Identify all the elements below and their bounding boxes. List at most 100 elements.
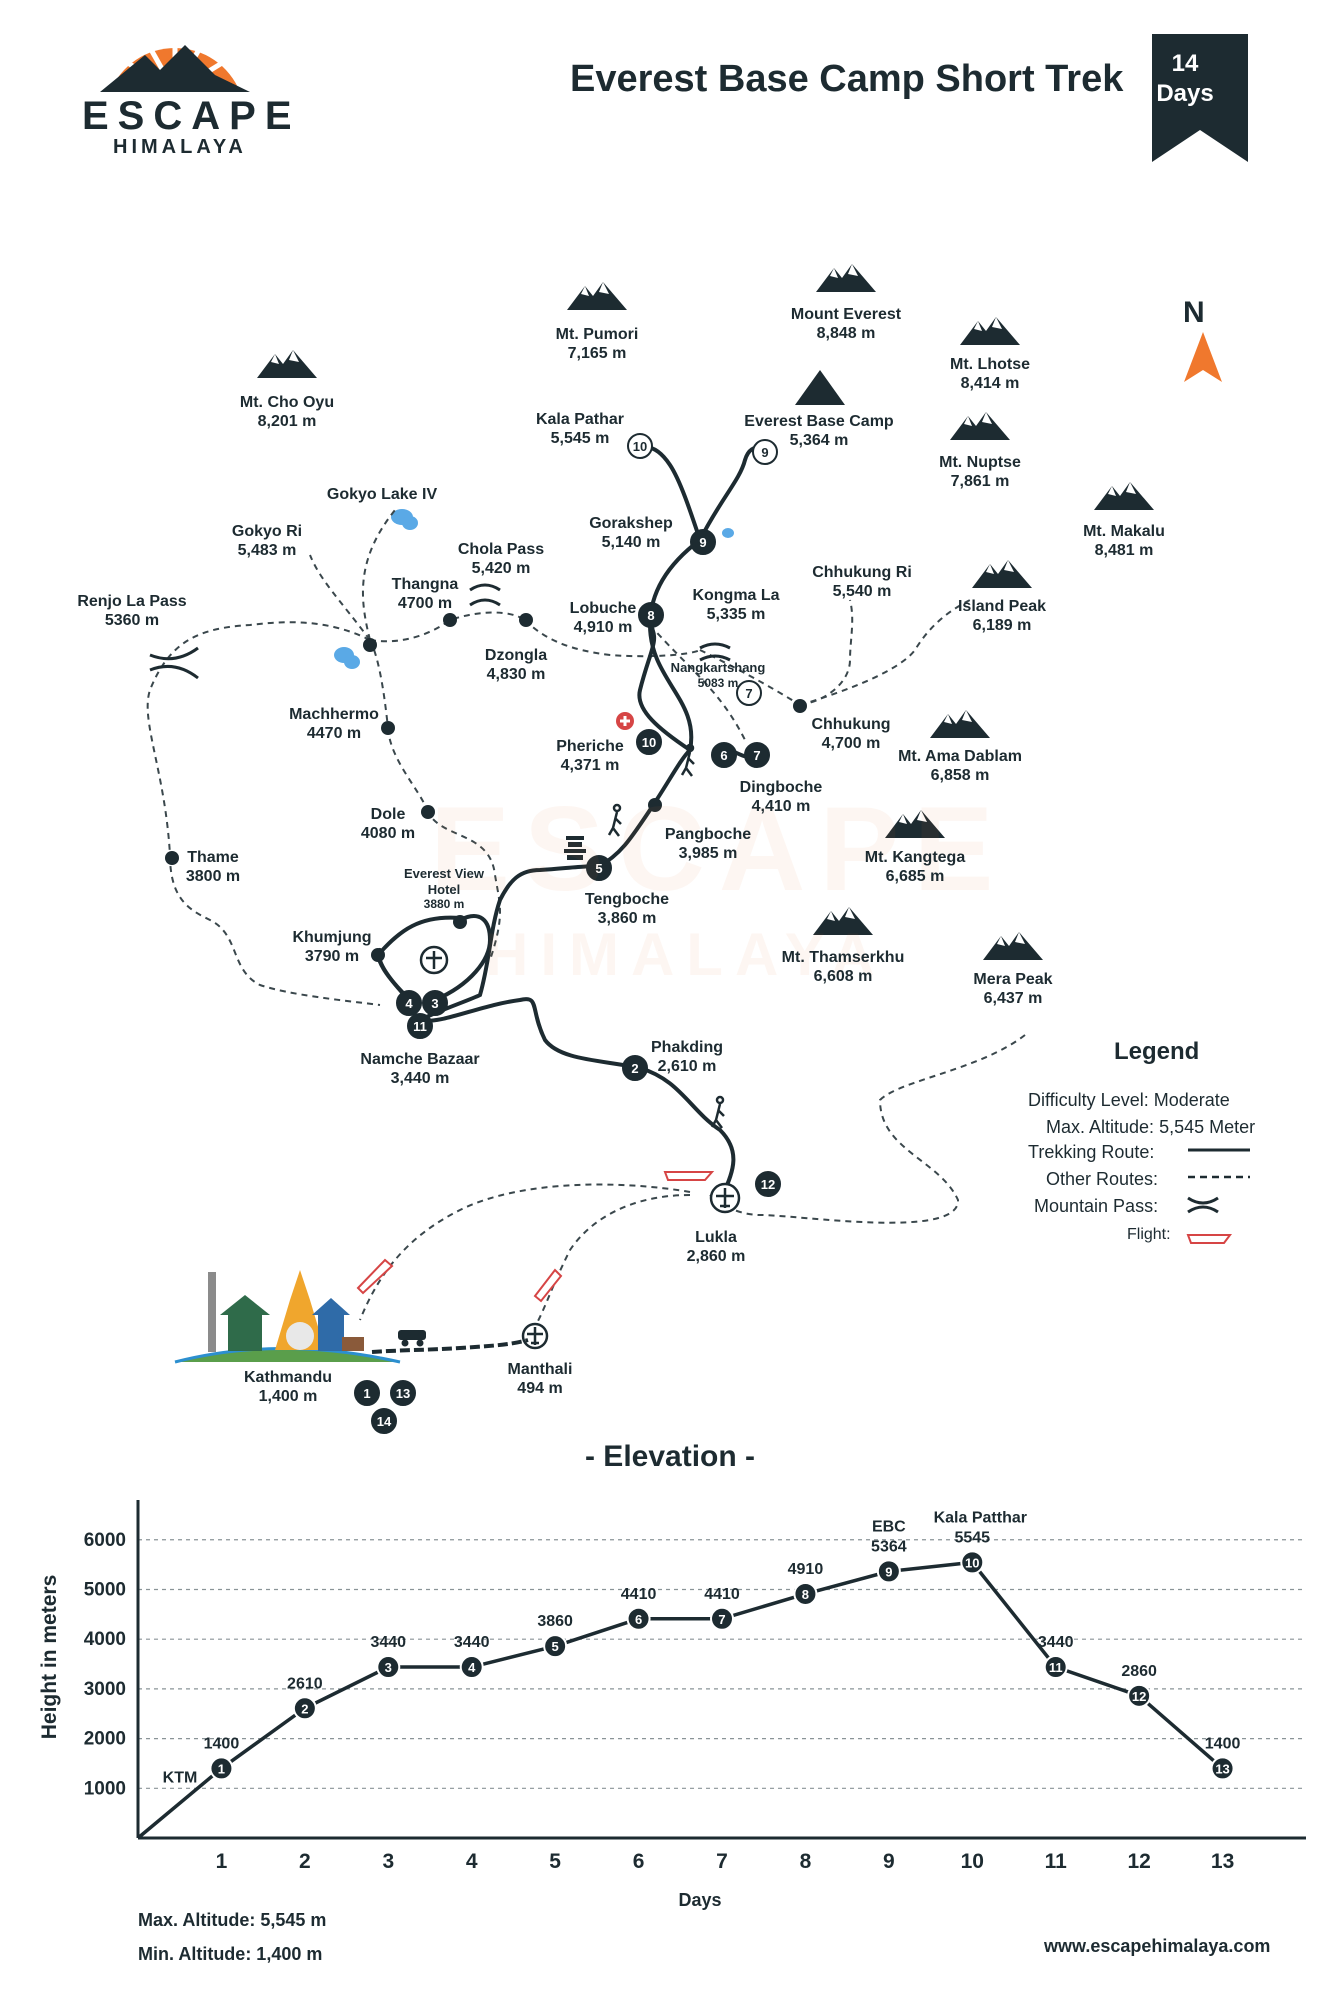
day-marker: 2 [622,1055,648,1081]
mountain-icon [816,264,876,292]
elevation-point-number: 7 [718,1612,725,1627]
elevation-point-number: 4 [468,1660,476,1675]
x-tick-label: 3 [382,1850,394,1873]
day-marker: 10 [627,433,653,459]
day-marker: 13 [390,1380,416,1406]
days-number: 14 [1171,50,1199,77]
elevation-value-label: 3860 [537,1613,573,1630]
elevation-point [793,1581,818,1606]
day-marker-label: 10 [633,439,647,454]
y-tick-label: 5000 [84,1579,126,1600]
elevation-point-number: 13 [1215,1761,1229,1776]
elevation-value-label: 2860 [1121,1663,1157,1680]
flight-icon [663,1171,715,1181]
x-tick-label: 13 [1211,1850,1234,1873]
mountain-icon [885,810,945,838]
elevation-point-number: 3 [385,1660,392,1675]
airport-manthali-icon [521,1322,549,1350]
place-label: Gokyo Lake IV [326,486,438,503]
elevation-value-label: 5364 [871,1538,907,1555]
page-title: Everest Base Camp Short Trek [570,58,1124,100]
elevation-point [876,1559,901,1584]
elevation-value-label: 4410 [704,1586,740,1603]
helipad-icon [419,945,449,975]
website-link[interactable]: www.escapehimalaya.com [1044,1936,1271,1956]
elevation-point-number: 1 [218,1761,225,1776]
watermark-sub: HIMALAYA [485,921,887,988]
legend-flight-icon [1186,1234,1232,1244]
elevation-value-label: 1400 [1205,1735,1241,1752]
elevation-point-number: 11 [1049,1660,1063,1675]
mountain-icon [567,282,627,310]
day-marker: 14 [371,1408,397,1434]
day-marker-label: 1 [363,1386,370,1401]
elevation-point [459,1655,484,1680]
day-marker: 6 [711,742,737,768]
mountain-icon [972,560,1032,588]
elevation-point [1127,1683,1152,1708]
mountain-icon [960,317,1020,345]
y-tick-label: 3000 [84,1679,126,1700]
elevation-value-label: 2610 [287,1675,323,1692]
elevation-value-label: 5545 [954,1529,990,1546]
x-tick-label: 6 [633,1850,645,1873]
day-marker: 5 [586,855,612,881]
legend-row: Other Routes: [1046,1169,1159,1189]
elevation-point [376,1655,401,1680]
hiker-icon [607,743,725,1129]
brand-subname: HIMALAYA [113,136,247,158]
north-arrow-icon [1184,332,1222,382]
day-marker: 7 [744,742,770,768]
elevation-point-number: 8 [802,1587,809,1602]
other-routes [146,509,1026,1331]
brand-logo-icon [100,24,250,95]
elevation-point-tag: EBC [872,1518,906,1535]
legend-title: Legend [1114,1038,1200,1065]
day-marker: 9 [690,529,716,555]
day-marker-label: 6 [720,748,727,763]
elevation-point [710,1606,734,1631]
x-tick-label: 9 [883,1850,895,1873]
x-tick-label: 11 [1045,1850,1068,1873]
elevation-point [209,1756,234,1781]
elevation-point [292,1696,317,1721]
day-marker-label: 4 [405,996,413,1011]
watermark-brand: ESCAPE [430,782,1008,916]
day-marker-label: 7 [753,748,760,763]
day-marker: 10 [636,729,662,755]
day-marker: 4 [396,990,422,1016]
base-camp-tent-icon [795,370,845,405]
y-tick-label: 2000 [84,1729,126,1750]
y-tick-label: 4000 [84,1629,126,1650]
elevation-point-number: 10 [965,1555,979,1570]
y-tick-label: 1000 [84,1778,126,1799]
day-marker: 8 [638,602,664,628]
min-altitude-note: Min. Altitude: 1,400 m [138,1944,323,1964]
mountain-icon [983,932,1043,960]
